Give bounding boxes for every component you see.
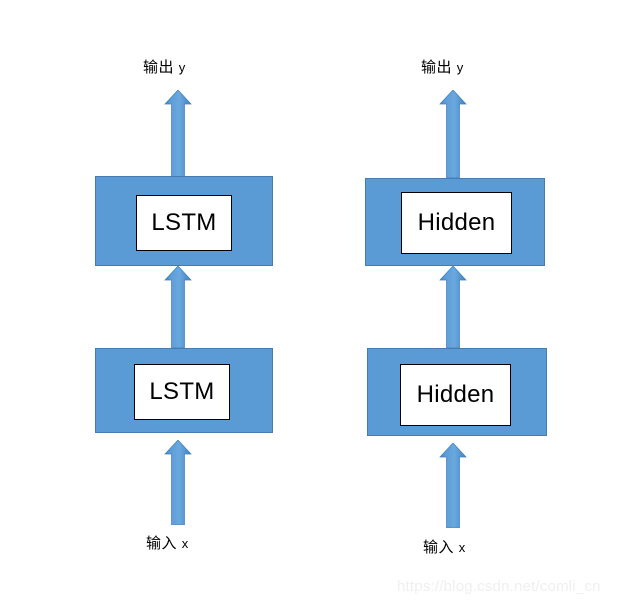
- left-input-label: 输入 x: [146, 536, 189, 551]
- left-output-label-cjk: 输出: [143, 59, 175, 76]
- left-input-label-cjk: 输入: [146, 535, 178, 552]
- left-interlayer-arrow-icon: [164, 266, 192, 348]
- right-interlayer-arrow-icon: [439, 266, 467, 348]
- left-layer-2-block[interactable]: LSTM: [95, 176, 273, 266]
- watermark-text: https://blog.csdn.net/comli_cn: [397, 578, 601, 595]
- left-layer-2-inner-box: LSTM: [136, 195, 232, 251]
- right-layer-1-block[interactable]: Hidden: [367, 348, 547, 436]
- left-output-label: 输出 y: [143, 60, 186, 75]
- left-output-label-var: y: [178, 60, 186, 75]
- right-output-label-var: y: [456, 60, 464, 75]
- right-input-label-var: x: [458, 540, 466, 555]
- right-input-label-cjk: 输入: [423, 539, 455, 556]
- right-input-arrow-icon: [439, 443, 467, 528]
- right-layer-2-inner-box: Hidden: [401, 192, 512, 254]
- right-layer-2-block[interactable]: Hidden: [365, 178, 545, 266]
- left-layer-2-label: LSTM: [151, 209, 217, 236]
- left-input-label-var: x: [181, 536, 189, 551]
- right-output-label-cjk: 输出: [421, 59, 453, 76]
- right-output-arrow-icon: [439, 90, 467, 178]
- left-output-arrow-icon: [164, 90, 192, 178]
- left-layer-1-inner-box: LSTM: [134, 364, 230, 420]
- left-layer-1-label: LSTM: [149, 378, 215, 405]
- right-input-label: 输入 x: [423, 540, 466, 555]
- left-layer-1-block[interactable]: LSTM: [95, 348, 273, 433]
- right-layer-2-label: Hidden: [417, 209, 496, 236]
- left-input-arrow-icon: [164, 440, 192, 525]
- right-layer-1-label: Hidden: [416, 381, 495, 408]
- right-layer-1-inner-box: Hidden: [400, 364, 511, 426]
- right-output-label: 输出 y: [421, 60, 464, 75]
